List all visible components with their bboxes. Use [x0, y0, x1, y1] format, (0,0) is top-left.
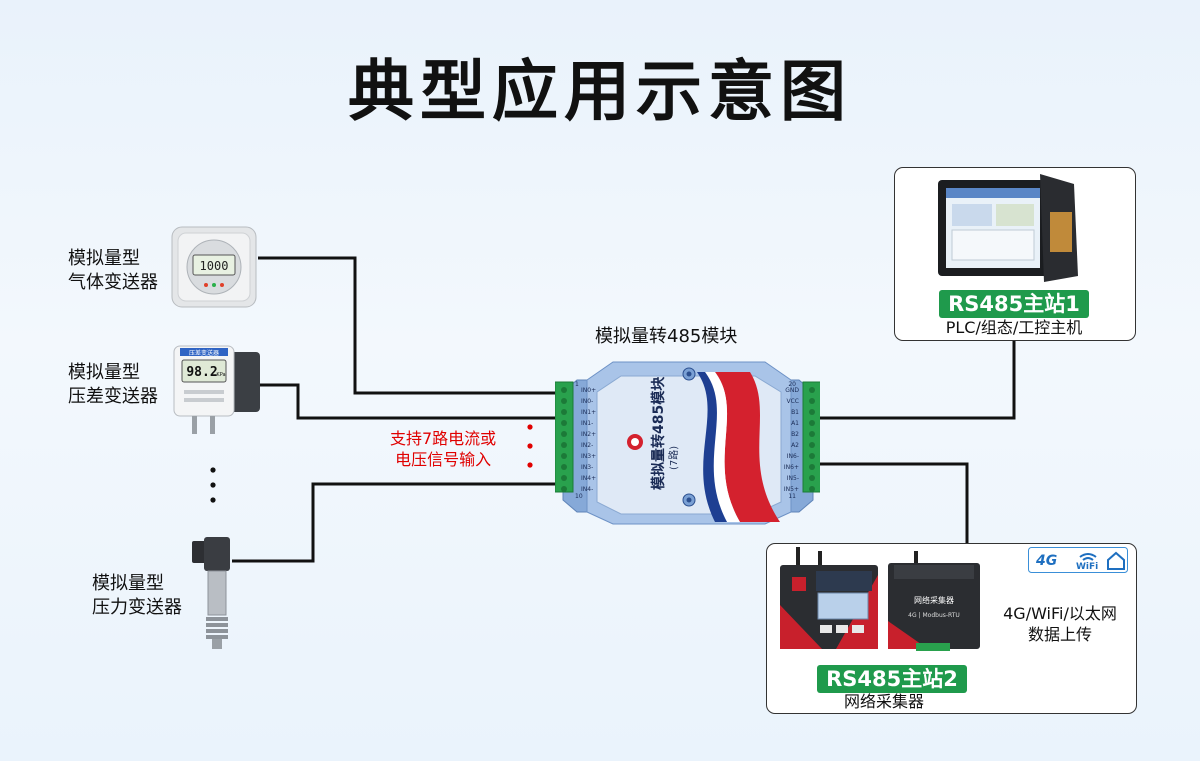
svg-text:IN3+: IN3+ — [581, 453, 596, 460]
sensor-pressure-label: 模拟量型 压力变送器 — [92, 573, 182, 618]
diffpressure-transmitter-device: 压差变送器 98.2 KPa — [173, 345, 260, 434]
svg-text:IN6-: IN6- — [787, 453, 799, 460]
page-title: 典型应用示意图 — [348, 53, 852, 130]
pressure-transmitter-device — [192, 537, 230, 649]
input-support-note: 支持7路电流或 电压信号输入 — [390, 429, 497, 469]
wire-pressure — [232, 482, 578, 563]
wire-master2 — [810, 462, 969, 543]
svg-text:98.2: 98.2 — [186, 365, 217, 380]
svg-text:4G: 4G — [1035, 553, 1057, 569]
master2-badge: RS485主站2 — [817, 665, 967, 693]
svg-text:IN5-: IN5- — [787, 475, 799, 482]
svg-text:模拟量转485模块: 模拟量转485模块 — [650, 376, 667, 490]
svg-text:IN1-: IN1- — [581, 420, 593, 427]
svg-text:1000: 1000 — [200, 259, 229, 273]
svg-text:4G | Modbus-RTU: 4G | Modbus-RTU — [908, 612, 960, 619]
network-collector-devices: 网络采集器 4G | Modbus-RTU — [780, 547, 980, 651]
wire-diffpressure — [258, 383, 578, 420]
svg-text:IN0+: IN0+ — [581, 387, 596, 394]
svg-text:(7路): (7路) — [667, 446, 680, 470]
svg-text:1: 1 — [575, 381, 579, 388]
svg-text:10: 10 — [575, 493, 583, 500]
svg-text:11: 11 — [788, 493, 796, 500]
wire-master1 — [810, 340, 1016, 420]
svg-text:20: 20 — [788, 381, 796, 388]
4g-wifi-logo: 4G WiFi — [1028, 547, 1128, 573]
master1-badge: RS485主站1 — [939, 290, 1089, 318]
svg-text:网络采集器: 网络采集器 — [914, 595, 954, 605]
svg-text:IN3-: IN3- — [581, 464, 593, 471]
master2-description: 网络采集器 — [843, 692, 924, 711]
master2-upload-note: 4G/WiFi/以太网 数据上传 — [1003, 604, 1117, 644]
svg-text:IN4+: IN4+ — [581, 475, 596, 482]
svg-text:B2: B2 — [791, 431, 799, 438]
sensor-diffpressure-label: 模拟量型 压差变送器 — [68, 362, 158, 407]
svg-text:IN0-: IN0- — [581, 398, 593, 405]
master1-description: PLC/组态/工控主机 — [945, 318, 1083, 337]
svg-text:IN2-: IN2- — [581, 442, 593, 449]
svg-text:A2: A2 — [791, 442, 799, 449]
svg-text:KPa: KPa — [216, 372, 225, 378]
svg-text:VCC: VCC — [787, 398, 799, 405]
svg-text:IN5+: IN5+ — [784, 486, 799, 493]
svg-text:IN4-: IN4- — [581, 486, 593, 493]
svg-text:IN6+: IN6+ — [784, 464, 799, 471]
module-caption: 模拟量转485模块 — [595, 326, 738, 347]
industrial-touch-panel-device — [938, 174, 1078, 282]
svg-text:IN1+: IN1+ — [581, 409, 596, 416]
svg-text:GND: GND — [785, 387, 799, 394]
wire-gas — [258, 256, 578, 395]
svg-text:A1: A1 — [791, 420, 799, 427]
svg-text:压差变送器: 压差变送器 — [189, 349, 219, 357]
sensor-gas-label: 模拟量型 气体变送器 — [68, 248, 158, 293]
svg-text:WiFi: WiFi — [1076, 562, 1098, 572]
svg-text:B1: B1 — [791, 409, 799, 416]
analog-to-485-module: 模拟量转485模块 (7路) 1 IN0+ IN0- IN1+ IN1- IN2… — [555, 361, 820, 525]
gas-transmitter-device: 1000 — [171, 226, 257, 308]
svg-text:IN2+: IN2+ — [581, 431, 596, 438]
